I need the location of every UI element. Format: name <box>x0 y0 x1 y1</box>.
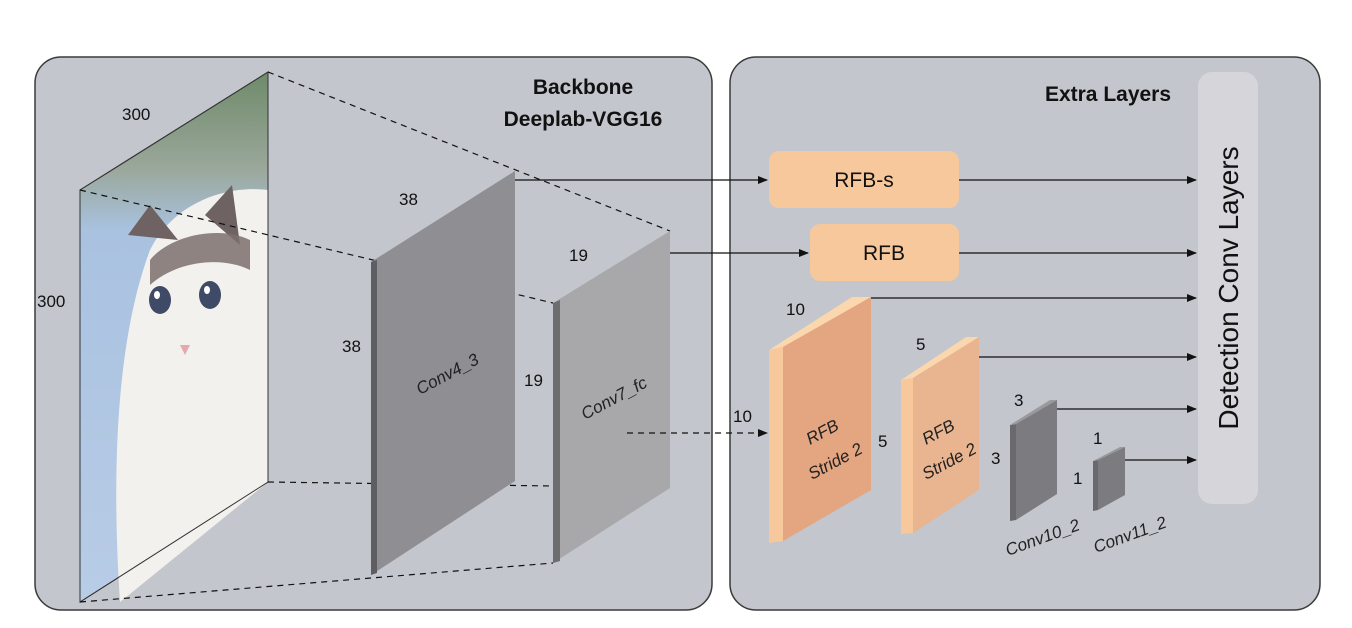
rfb1-side-label: 10 <box>733 407 752 426</box>
input-width-label: 300 <box>122 105 150 124</box>
rfb-stride2-block-1 <box>769 297 871 543</box>
conv4-width-label: 38 <box>399 190 418 209</box>
conv11-2-layer <box>1093 447 1125 511</box>
flow-arrows <box>515 176 1197 464</box>
conv7-width-label: 19 <box>569 246 588 265</box>
conv10-top-label: 3 <box>1014 391 1023 410</box>
rfb-s-label: RFB-s <box>834 169 894 192</box>
conv10-2-layer <box>1010 400 1057 521</box>
rfb2-top-label: 5 <box>916 335 925 354</box>
conv7-height-label: 19 <box>524 371 543 390</box>
conv11-top-label: 1 <box>1093 429 1102 448</box>
rfb-box <box>810 224 959 281</box>
backbone-title-line1: Backbone <box>533 76 633 99</box>
rfb-stride2-block-2 <box>901 337 979 534</box>
input-height-label: 300 <box>37 292 65 311</box>
rfb1-top-label: 10 <box>786 300 805 319</box>
projection-lines <box>79 71 671 603</box>
conv7-fc-layer <box>553 231 670 563</box>
conv11-side-label: 1 <box>1073 469 1082 488</box>
rfb-label: RFB <box>863 242 905 265</box>
extra-layers-title: Extra Layers <box>1045 83 1171 106</box>
rfb2-side-label: 5 <box>878 432 887 451</box>
rfb-s-box <box>769 151 959 208</box>
conv4-height-label: 38 <box>342 337 361 356</box>
detection-conv-label: Detection Conv Layers <box>1213 146 1244 429</box>
detection-conv-bar <box>1198 72 1258 504</box>
backbone-title-line2: Deeplab-VGG16 <box>504 108 663 131</box>
input-image <box>79 71 269 603</box>
conv4-3-layer <box>371 171 515 575</box>
conv10-side-label: 3 <box>991 449 1000 468</box>
